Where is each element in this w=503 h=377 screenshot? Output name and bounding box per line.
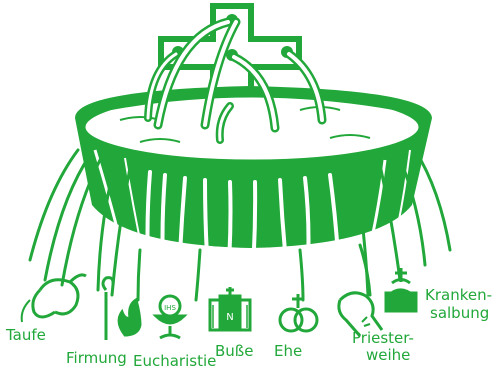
chalice-and-host-icon: IHS (152, 294, 188, 340)
label-priester: Priester- (352, 329, 414, 347)
label-eucharistie: Eucharistie (133, 352, 216, 370)
oil-vessel-icon (384, 268, 418, 313)
label-kranken: Kranken- (425, 286, 492, 304)
label-busse: Buße (215, 342, 253, 360)
confessional-icon: N (208, 287, 252, 332)
overflow-streams (28, 148, 452, 307)
label-salbung: salbung (430, 304, 489, 322)
stole-icon (337, 291, 384, 337)
jug-pouring-water-icon (20, 273, 87, 323)
label-weihe: weihe (366, 346, 410, 364)
label-firmung: Firmung (66, 349, 127, 367)
label-ehe: Ehe (274, 342, 302, 360)
svg-text:IHS: IHS (164, 304, 176, 312)
bishop-staff-and-flame-icon (101, 276, 142, 340)
water-jets (144, 17, 327, 144)
label-taufe: Taufe (5, 326, 46, 344)
svg-text:N: N (226, 312, 233, 323)
wedding-rings-icon (278, 294, 319, 333)
